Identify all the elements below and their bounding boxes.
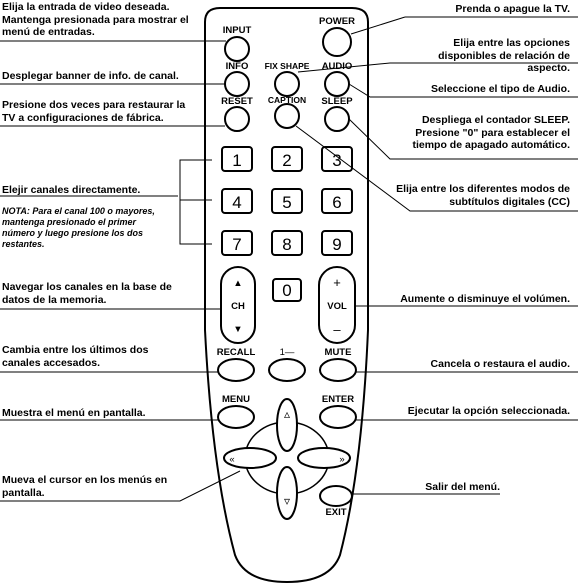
input-button	[224, 36, 250, 62]
info-label: INFO	[226, 61, 249, 72]
note-sleep: Despliega el contador SLEEP. Presione "0…	[412, 114, 570, 151]
arrow-left-icon[interactable]: «	[229, 454, 234, 465]
note-exit: Salir del menú.	[425, 481, 500, 493]
arrow-up-icon[interactable]: ▵	[284, 407, 290, 421]
power-button	[322, 27, 352, 57]
caption-button	[274, 103, 300, 129]
note-recall: Cambia entre los últimos dos canales acc…	[2, 344, 149, 369]
digit-1[interactable]: 1	[232, 151, 241, 170]
dash-button	[268, 358, 306, 382]
arrow-right-button	[297, 447, 351, 469]
audio-button	[324, 71, 350, 97]
note-ch: Navegar los canales en la base de datos …	[2, 281, 172, 306]
ch-down-icon[interactable]: ▼	[233, 324, 242, 335]
vol-minus-icon[interactable]: –	[333, 322, 341, 337]
enter-label: ENTER	[322, 394, 354, 405]
arrow-left-button	[223, 447, 277, 469]
note-power: Prenda o apague la TV.	[455, 3, 570, 15]
mute-button	[319, 358, 357, 382]
digit-4[interactable]: 4	[232, 193, 241, 212]
ch-label: CH	[231, 301, 245, 312]
info-button	[224, 71, 250, 97]
digit-9[interactable]: 9	[332, 235, 341, 254]
ch-rocker	[220, 266, 256, 344]
menu-button	[217, 405, 255, 429]
sleep-button	[324, 106, 350, 132]
digit-0[interactable]: 0	[282, 281, 291, 300]
note-info: Desplegar banner de info. de canal.	[2, 70, 179, 82]
fixshape-button	[274, 71, 300, 97]
caption-label: CAPTION	[268, 95, 306, 105]
reset-label: RESET	[221, 96, 253, 107]
note-direct: Elejir canales directamente.	[2, 184, 141, 196]
arrow-up-button	[276, 398, 298, 452]
note-vol: Aumente o disminuye el volúmen.	[400, 293, 570, 305]
digit-7[interactable]: 7	[232, 235, 241, 254]
digit-2[interactable]: 2	[282, 151, 291, 170]
note-enter: Ejecutar la opción seleccionada.	[407, 405, 570, 417]
note-input: Elija la entrada de video deseada. Mante…	[2, 1, 189, 38]
vol-label: VOL	[327, 301, 347, 312]
note-mute: Cancela o restaura el audio.	[430, 358, 570, 370]
enter-button	[319, 405, 357, 429]
digit-6[interactable]: 6	[332, 193, 341, 212]
input-label: INPUT	[223, 25, 252, 36]
arrow-right-icon[interactable]: »	[339, 454, 344, 465]
vol-plus-icon[interactable]: +	[333, 275, 341, 290]
audio-label: AUDIO	[322, 61, 353, 72]
dash-label: 1—	[280, 347, 295, 358]
recall-label: RECALL	[217, 347, 256, 358]
exit-label: EXIT	[325, 507, 346, 518]
note-caption: Elija entre los diferentes modos de subt…	[396, 183, 570, 208]
digit-keys	[221, 146, 353, 302]
digit-8[interactable]: 8	[282, 235, 291, 254]
leader-lines	[0, 16, 578, 502]
note-fixshape: Elija entre las opciones disponibles de …	[438, 37, 570, 74]
sleep-label: SLEEP	[321, 96, 353, 107]
note-audio: Seleccione el tipo de Audio.	[430, 83, 570, 95]
arrow-down-button	[276, 466, 298, 520]
fixshape-label: FIX SHAPE	[265, 61, 310, 71]
note-direct-note: NOTA: Para el canal 100 o mayores, mante…	[2, 206, 155, 249]
digit-3[interactable]: 3	[332, 151, 341, 170]
digit-5[interactable]: 5	[282, 193, 291, 212]
note-cursor: Mueva el cursor en los menús en pantalla…	[2, 474, 168, 499]
ch-up-icon[interactable]: ▲	[233, 278, 242, 289]
note-reset: Presione dos veces para restaurar la TV …	[2, 99, 186, 124]
recall-button	[217, 358, 255, 382]
arrow-down-icon[interactable]: ▿	[284, 494, 290, 508]
power-label: POWER	[319, 16, 355, 27]
vol-rocker	[318, 266, 356, 344]
reset-button	[224, 106, 250, 132]
exit-button	[319, 485, 353, 507]
mute-label: MUTE	[325, 347, 352, 358]
menu-label: MENU	[222, 394, 250, 405]
note-menu: Muestra el menú en pantalla.	[2, 407, 146, 419]
